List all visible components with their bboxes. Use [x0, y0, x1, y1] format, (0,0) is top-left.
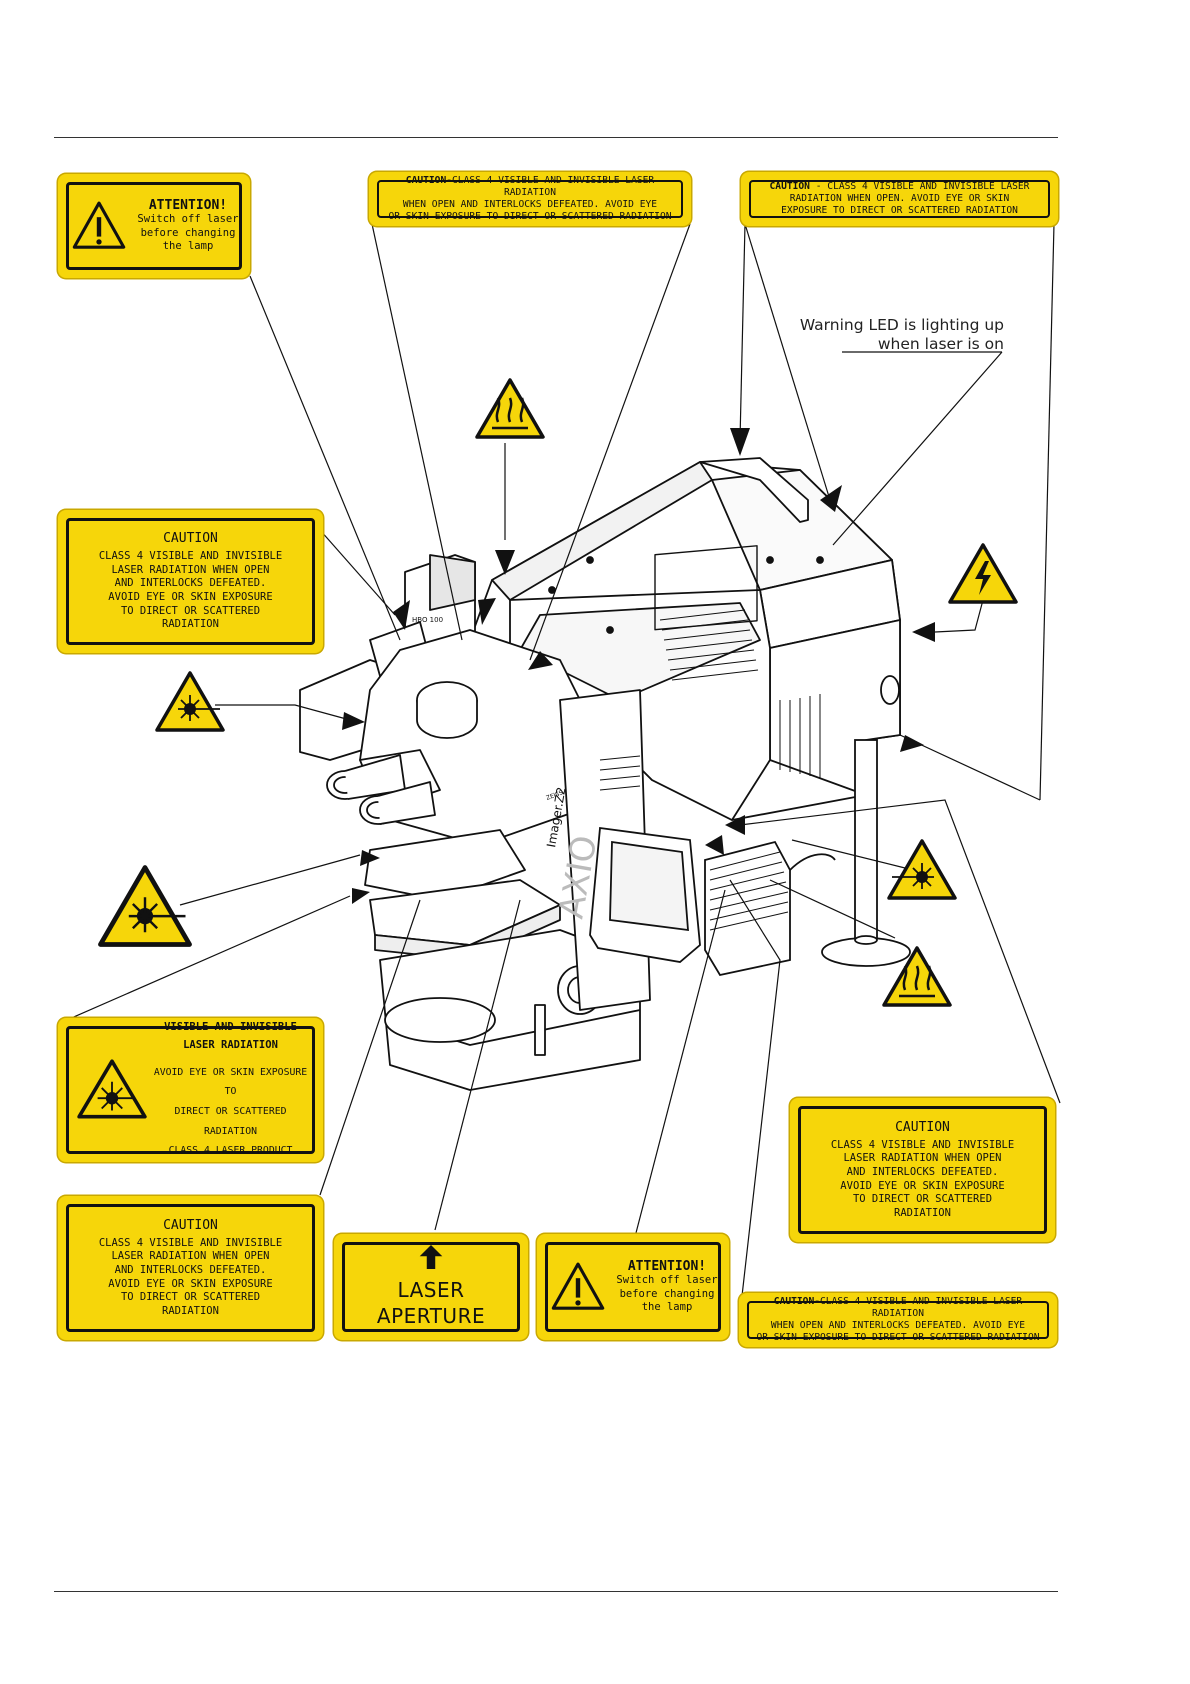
caution-lead: CAUTION-: [773, 1296, 821, 1308]
leader-lines: [59, 223, 1061, 1297]
laser-scanning-module: [469, 457, 901, 821]
laser-beam-icon: [77, 1059, 147, 1119]
power-supply: [704, 840, 836, 977]
caution-strip-text: CLASS 4 VISIBLE AND INVISIBLE LASER RADI…: [388, 175, 672, 222]
annotation-line-1: Warning LED is lighting up: [799, 316, 1004, 334]
attention-label-top: ATTENTION! Switch off laser before chang…: [58, 174, 250, 278]
lamp-housing-text: HBO 100: [412, 616, 443, 624]
attention-title: ATTENTION!: [627, 1259, 707, 1275]
laser-beam-icon-right: [887, 839, 957, 900]
attention-label-bottom: ATTENTION! Switch off laser before chang…: [537, 1234, 729, 1340]
caution-strip-text: - CLASS 4 VISIBLE AND INVISIBLE LASER RA…: [781, 181, 1030, 216]
caution-strip-text: CLASS 4 VISIBLE AND INVISIBLE LASER RADI…: [756, 1296, 1040, 1343]
support-column: [821, 739, 911, 967]
visible-invisible-text: AVOID EYE OR SKIN EXPOSURE TO DIRECT OR …: [153, 1066, 308, 1157]
laser-aperture-text: LASER APERTURE: [376, 1278, 486, 1328]
caution-label-left-middle: CAUTION CLASS 4 VISIBLE AND INVISIBLE LA…: [58, 510, 323, 653]
high-voltage-icon: [948, 543, 1018, 604]
arrow-up-icon: [419, 1245, 443, 1269]
annotation-line-2: when laser is on: [877, 334, 1004, 353]
visible-invisible-laser-label: VISIBLE AND INVISIBLE LASER RADIATION AV…: [58, 1018, 323, 1162]
caution-title: CAUTION: [163, 1217, 218, 1233]
attention-title: ATTENTION!: [148, 198, 228, 214]
hot-surface-icon-right: [882, 946, 952, 1007]
laser-beam-icon: [155, 671, 225, 732]
visible-invisible-title: VISIBLE AND INVISIBLE LASER RADIATION: [164, 1021, 297, 1052]
eyepiece-left: [326, 754, 406, 800]
caution-lead: CAUTION: [769, 181, 810, 193]
caution-strip-bottom-right: CAUTION-CLASS 4 VISIBLE AND INVISIBLE LA…: [739, 1293, 1057, 1347]
caution-label-left-bottom: CAUTION CLASS 4 VISIBLE AND INVISIBLE LA…: [58, 1196, 323, 1340]
attention-text: Switch off laser before changing the lam…: [616, 1274, 718, 1314]
laser-aperture-label: LASER APERTURE: [334, 1234, 528, 1340]
caution-lead: CAUTION-: [405, 175, 453, 187]
caution-label-right-middle: CAUTION CLASS 4 VISIBLE AND INVISIBLE LA…: [790, 1098, 1055, 1242]
caution-title: CAUTION: [163, 531, 218, 547]
touchscreen: [589, 826, 701, 963]
pointer-arrows: [342, 428, 935, 904]
laser-beam-icon-large: [100, 868, 189, 945]
eyepiece-right: [359, 781, 436, 825]
caution-strip-top-center: CAUTION-CLASS 4 VISIBLE AND INVISIBLE LA…: [369, 172, 691, 226]
caution-text: CLASS 4 VISIBLE AND INVISIBLE LASER RADI…: [98, 550, 283, 631]
caution-text: CLASS 4 VISIBLE AND INVISIBLE LASER RADI…: [830, 1138, 1015, 1219]
caution-strip-top-right: CAUTION - CLASS 4 VISIBLE AND INVISIBLE …: [741, 172, 1058, 226]
warning-exclamation-icon: [73, 201, 126, 249]
footer-rule: [54, 1591, 1058, 1592]
hot-surface-icon: [475, 378, 545, 439]
header-rule: [54, 137, 1058, 138]
attention-text: Switch off laser before changing the lam…: [137, 213, 239, 253]
caution-text: CLASS 4 VISIBLE AND INVISIBLE LASER RADI…: [98, 1236, 283, 1317]
warning-led-annotation: Warning LED is lighting up when laser is…: [760, 316, 1004, 353]
warning-exclamation-icon: [552, 1262, 605, 1310]
caution-title: CAUTION: [895, 1119, 950, 1135]
